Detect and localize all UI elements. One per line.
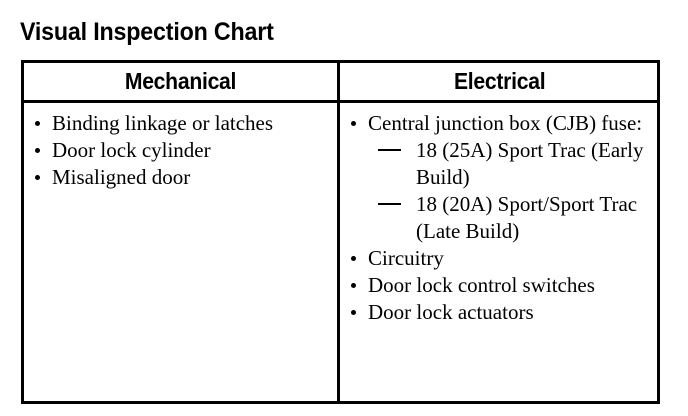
bullet-icon (351, 256, 356, 261)
bullet-icon (35, 175, 40, 180)
list-item-label: Misaligned door (52, 165, 191, 189)
list-item: Door lock cylinder (24, 137, 337, 164)
cell-mechanical: Binding linkage or latches Door lock cyl… (24, 103, 337, 401)
electrical-fuse-sublist: 18 (25A) Sport Trac (Early Build) 18 (20… (378, 137, 660, 245)
list-item-label: Central junction box (CJB) fuse: (368, 111, 643, 135)
list-item: Central junction box (CJB) fuse: 18 (25A… (340, 110, 660, 245)
list-item-label: Door lock control switches (368, 273, 595, 297)
sub-list-item-label: 18 (25A) Sport Trac (Early Build) (416, 138, 644, 189)
column-header-electrical-label: Electrical (454, 68, 546, 94)
list-item-label: Circuitry (368, 246, 444, 270)
visual-inspection-table: Mechanical Electrical Binding linkage or… (21, 60, 660, 404)
mechanical-list: Binding linkage or latches Door lock cyl… (24, 110, 337, 191)
bullet-icon (351, 310, 356, 315)
electrical-list: Central junction box (CJB) fuse: 18 (25A… (340, 110, 660, 326)
table-header-row: Mechanical Electrical (24, 63, 657, 103)
em-dash-icon (378, 149, 401, 151)
sub-list-item: 18 (25A) Sport Trac (Early Build) (378, 137, 660, 191)
bullet-icon (35, 121, 40, 126)
sub-list-item-label: 18 (20A) Sport/Sport Trac (Late Build) (416, 192, 638, 243)
column-header-mechanical-label: Mechanical (124, 68, 237, 94)
column-header-electrical: Electrical (340, 63, 660, 100)
table-body-row: Binding linkage or latches Door lock cyl… (24, 103, 657, 401)
list-item: Binding linkage or latches (24, 110, 337, 137)
list-item: Misaligned door (24, 164, 337, 191)
list-item-label: Door lock cylinder (52, 138, 211, 162)
list-item-label: Binding linkage or latches (52, 111, 274, 135)
header-column-divider (337, 63, 340, 100)
list-item-label: Door lock actuators (368, 300, 534, 324)
sub-list-item: 18 (20A) Sport/Sport Trac (Late Build) (378, 191, 660, 245)
bullet-icon (351, 121, 356, 126)
list-item: Door lock control switches (340, 272, 660, 299)
bullet-icon (351, 283, 356, 288)
body-column-divider (337, 103, 340, 401)
page-title: Visual Inspection Chart (20, 18, 274, 46)
bullet-icon (35, 148, 40, 153)
list-item: Door lock actuators (340, 299, 660, 326)
sublist-container: 18 (25A) Sport Trac (Early Build) 18 (20… (378, 137, 660, 245)
cell-electrical: Central junction box (CJB) fuse: 18 (25A… (340, 103, 660, 401)
list-item: Circuitry (340, 245, 660, 272)
em-dash-icon (378, 203, 401, 205)
column-header-mechanical: Mechanical (24, 63, 337, 100)
